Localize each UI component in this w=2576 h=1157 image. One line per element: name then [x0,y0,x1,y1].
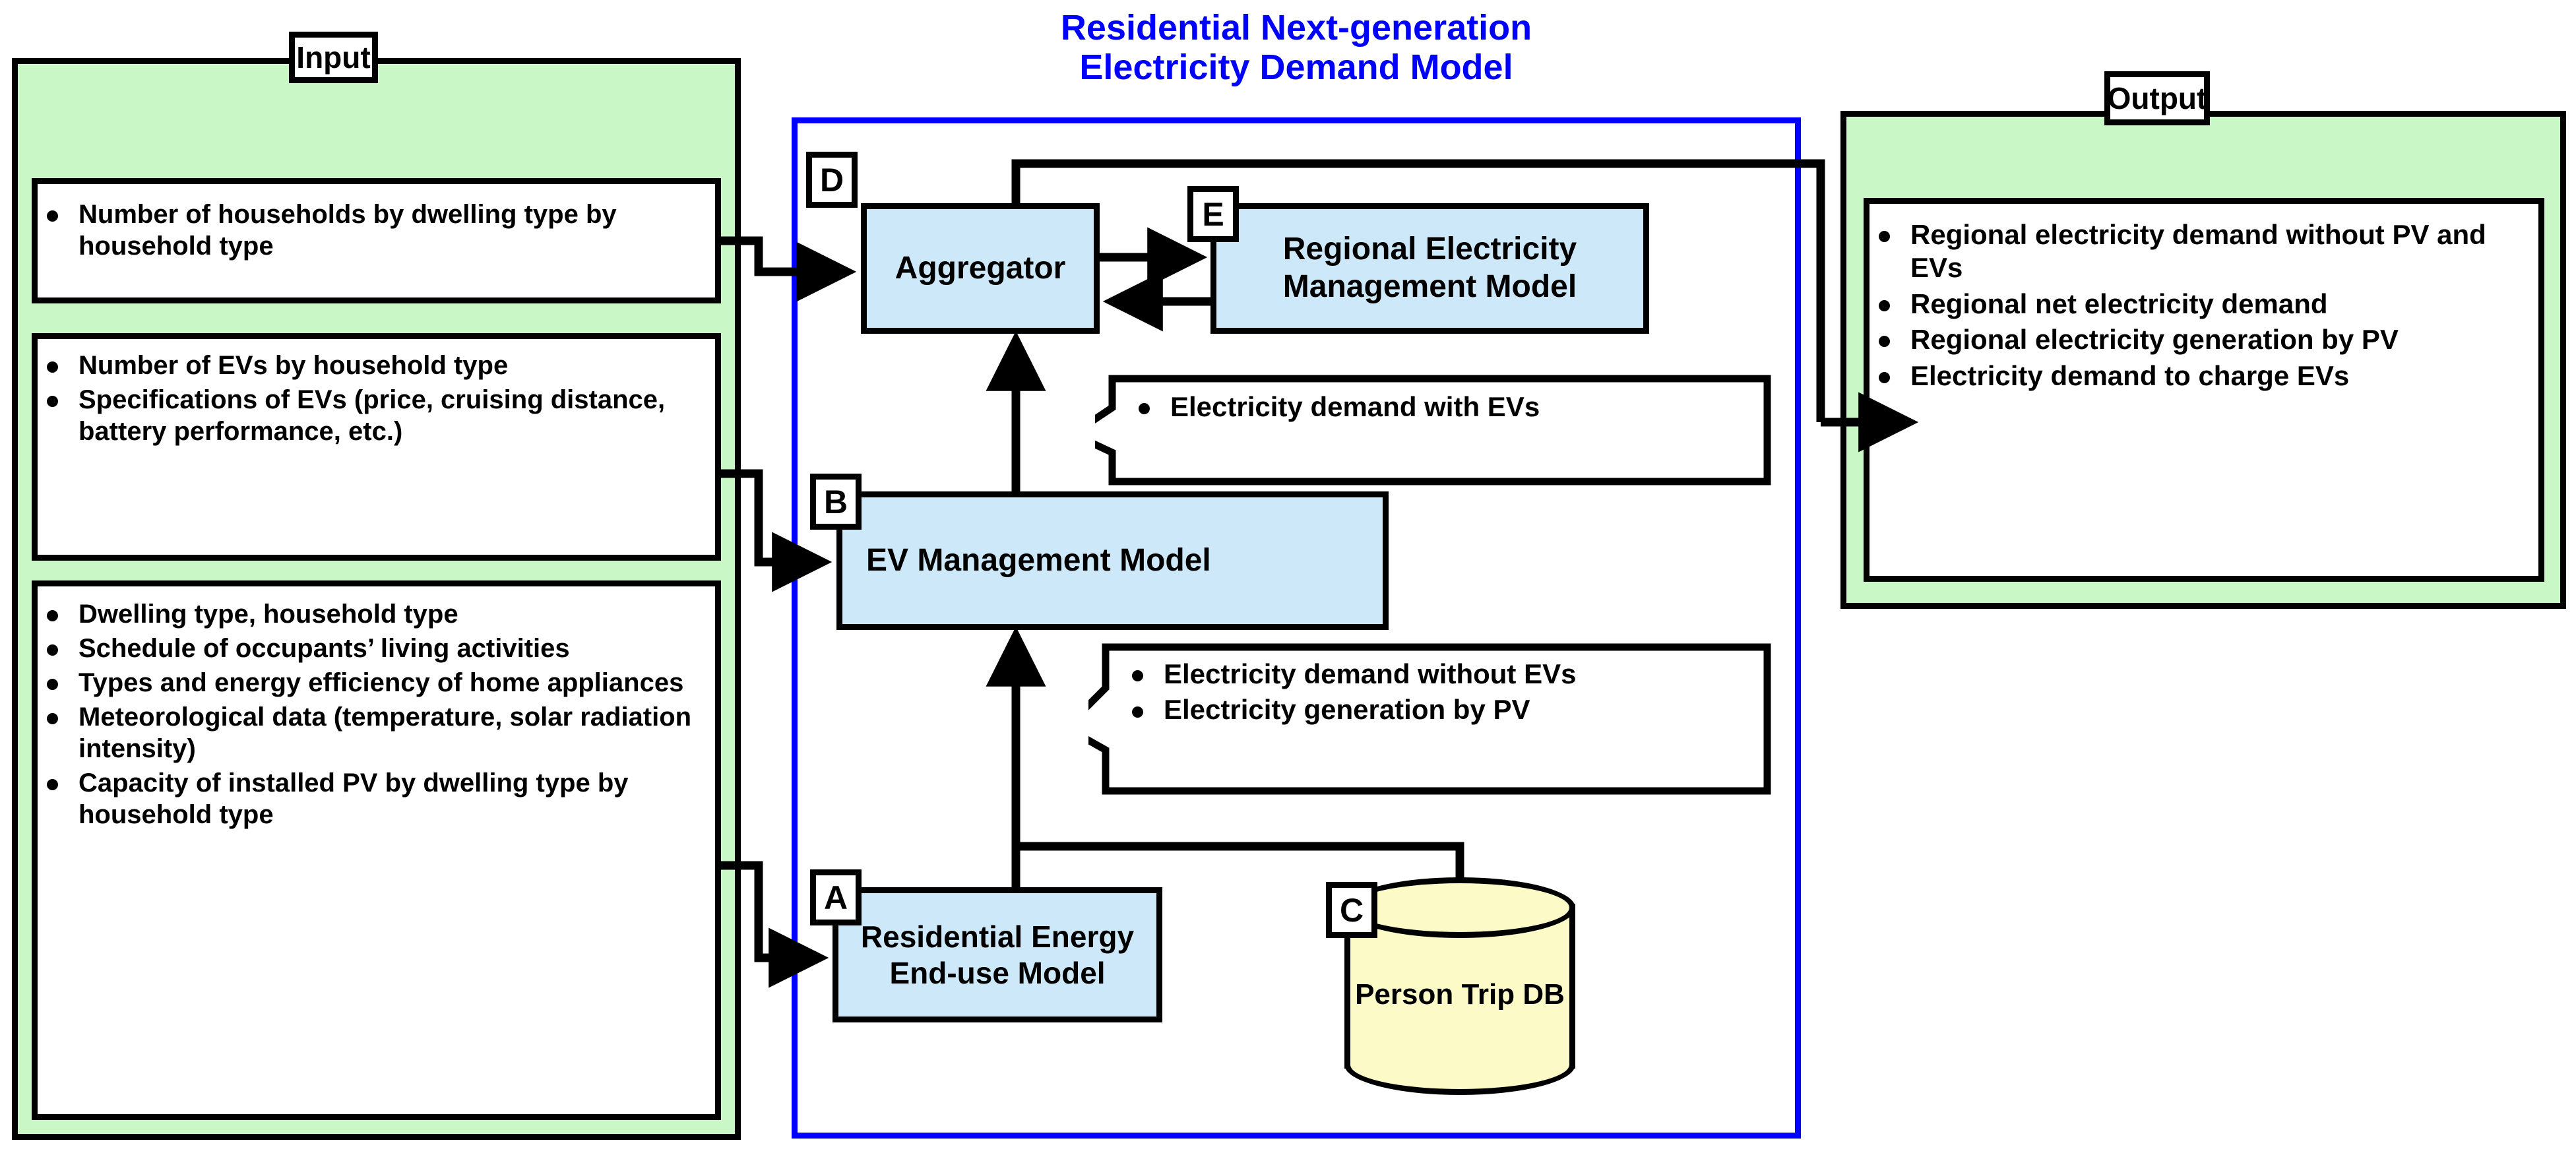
input-box-2-item-1: Specifications of EVs (price, cruising d… [38,384,711,447]
output-panel-label: Output [2104,71,2210,125]
model-box-remm-label: Regional Electricity Management Model [1282,232,1577,304]
badge-c: C [1326,882,1377,938]
model-box-aggregator[interactable]: Aggregator [861,203,1100,334]
callout-without-evs-item-1: Electricity generation by PV [1123,693,1749,726]
input-box-3-item-0: Dwelling type, household type [38,598,711,630]
model-box-aggregator-label: Aggregator [895,250,1066,286]
output-box: Regional electricity demand without PV a… [1864,198,2544,582]
input-box-3-item-4: Capacity of installed PV by dwelling typ… [38,767,711,830]
input-box-3: Dwelling type, household type Schedule o… [32,580,721,1120]
badge-a-text: A [823,879,848,916]
input-panel-label: Input [289,32,378,83]
database-person-trip[interactable]: Person Trip DB [1344,877,1575,1095]
output-item-0: Regional electricity demand without PV a… [1869,218,2534,285]
model-box-ev-label: EV Management Model [866,542,1211,578]
badge-e: E [1187,186,1239,242]
callout-without-evs: Electricity demand without EVs Electrici… [1088,643,1771,795]
diagram-title-line-2: Electricity Demand Model [1079,47,1513,88]
callout-with-evs: Electricity demand with EVs [1095,375,1771,485]
input-box-3-item-3: Meteorological data (temperature, solar … [38,701,711,765]
database-person-trip-label: Person Trip DB [1355,978,1565,1011]
badge-d-text: D [819,161,844,199]
diagram-title-line-1: Residential Next-generation [1060,8,1532,47]
callout-with-evs-item-0: Electricity demand with EVs [1129,391,1749,423]
badge-b: B [810,474,862,530]
output-item-2: Regional electricity generation by PV [1869,323,2534,356]
output-item-3: Electricity demand to charge EVs [1869,360,2534,392]
model-box-reem[interactable]: Residential Energy End-use Model [832,887,1162,1022]
badge-d: D [806,152,858,208]
diagram-title: Residential Next-generation Electricity … [785,8,1807,88]
badge-b-text: B [823,483,848,520]
input-box-2: Number of EVs by household type Specific… [32,333,721,561]
input-box-3-item-2: Types and energy efficiency of home appl… [38,667,711,699]
callout-without-evs-shape [1088,643,1771,795]
badge-c-text: C [1339,891,1364,929]
badge-e-text: E [1202,195,1224,233]
input-box-2-item-0: Number of EVs by household type [38,350,711,381]
input-panel-label-text: Input [296,40,371,75]
input-box-1: Number of households by dwelling type by… [32,178,721,303]
callout-without-evs-item-0: Electricity demand without EVs [1123,658,1749,691]
model-box-ev[interactable]: EV Management Model [836,491,1389,630]
input-box-1-item-0: Number of households by dwelling type by… [38,199,711,262]
output-panel-label-text: Output [2107,81,2207,115]
input-box-3-item-1: Schedule of occupants’ living activities [38,633,711,664]
model-box-remm[interactable]: Regional Electricity Management Model [1210,203,1649,334]
cylinder-top [1344,877,1575,938]
model-box-reem-label: Residential Energy End-use Model [860,920,1135,990]
badge-a: A [810,869,862,925]
output-item-1: Regional net electricity demand [1869,288,2534,321]
